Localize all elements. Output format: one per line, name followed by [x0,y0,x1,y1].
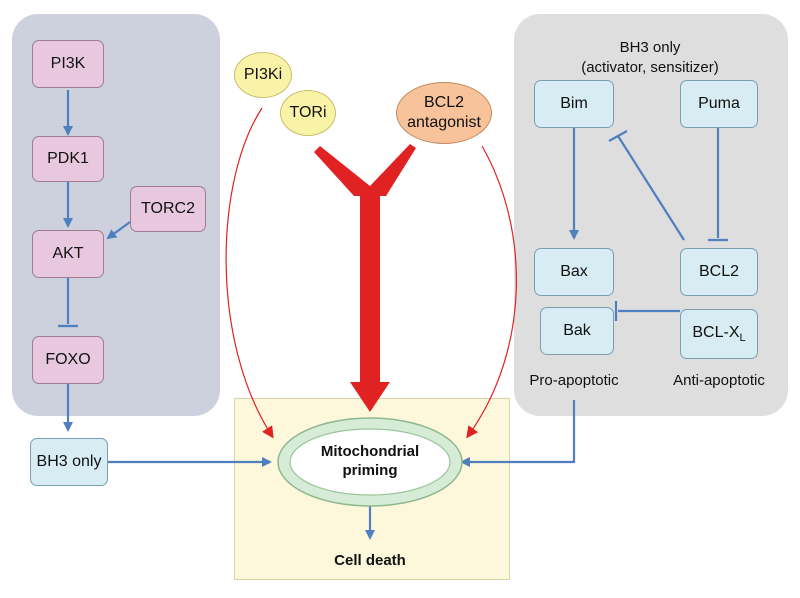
oval-pi3ki-label: PI3Ki [243,66,283,83]
red-arrow-bcl2-mito [466,145,517,439]
node-pi3k: PI3K [32,40,104,88]
node-bak-label: Bak [563,322,591,339]
arrow-torc2-akt [106,221,131,240]
node-foxo-label: FOXO [45,351,91,368]
arrow-pro-apoptotic-mito [460,400,576,467]
mito-label-line2: priming [342,462,398,479]
node-bcl-xl-main: BCL-X [692,323,740,341]
node-bh3-only-label: BH3 only [36,453,102,470]
mito-label: Mitochondrial priming [290,442,450,480]
node-bh3-only: BH3 only [30,438,108,486]
oval-bcl2-antagonist: BCL2 antagonist [396,82,492,144]
oval-tori: TORi [280,90,336,136]
red-arrow-pi3ki-mito [225,107,274,439]
node-torc2-label: TORC2 [141,200,195,217]
node-torc2: TORC2 [130,186,206,232]
node-bcl2: BCL2 [680,248,758,296]
node-bim-label: Bim [560,95,588,112]
oval-bcl2-antagonist-line1: BCL2 [423,94,465,111]
node-bcl2-label: BCL2 [698,263,740,280]
inhibit-bcl2-bim [617,135,685,241]
node-foxo: FOXO [32,336,104,384]
node-puma: Puma [680,80,758,128]
node-bcl-xl: BCL-XL [680,309,758,359]
red-y-merge [314,144,416,384]
node-bcl-xl-label: BCL-XL [692,324,745,344]
node-akt-label: AKT [52,245,84,262]
right-panel-title-line2: (activator, sensitizer) [581,59,719,76]
cell-death-label: Cell death [334,552,406,569]
node-bcl-xl-sub: L [739,332,746,345]
oval-bcl2-antagonist-line2: antagonist [407,114,481,131]
node-akt: AKT [32,230,104,278]
node-pdk1: PDK1 [32,136,104,182]
node-bim: Bim [534,80,614,128]
pro-apoptotic-label: Pro-apoptotic [529,372,619,389]
anti-apoptotic-label: Anti-apoptotic [673,372,765,389]
node-pi3k-label: PI3K [50,55,86,72]
node-puma-label: Puma [698,95,740,112]
oval-tori-label: TORi [289,104,327,121]
red-y-arrowhead [350,382,390,412]
node-bax: Bax [534,248,614,296]
oval-pi3ki: PI3Ki [234,52,292,98]
node-bax-label: Bax [560,263,588,280]
right-panel-title: BH3 only (activator, sensitizer) [530,38,770,78]
node-bak: Bak [540,307,614,355]
right-panel-title-line1: BH3 only [619,39,681,56]
mito-label-line1: Mitochondrial [320,443,420,460]
inhibit-bcl2-bim-bar [608,130,628,142]
node-pdk1-label: PDK1 [47,150,89,167]
